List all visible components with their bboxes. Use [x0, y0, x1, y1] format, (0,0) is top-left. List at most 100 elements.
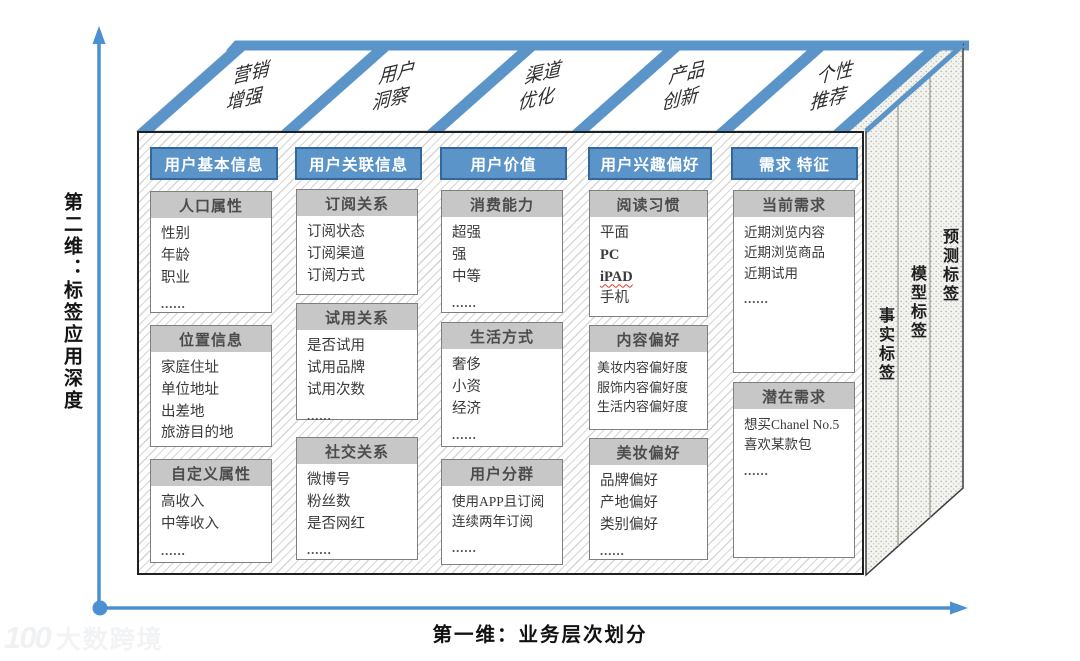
tag-box-content-pref: 内容偏好 美妆内容偏好度 服饰内容偏好度 生活内容偏好度 [589, 325, 708, 430]
roof-separator [572, 45, 686, 131]
box-ellipsis: ...... [452, 296, 477, 311]
box-ellipsis: ...... [161, 543, 186, 558]
box-title: 潜在需求 [734, 383, 854, 409]
box-item: 小资 [452, 378, 481, 395]
tag-box-trial: 试用关系 是否试用 试用品牌 试用次数 ...... [296, 303, 418, 423]
box-item: 家庭住址 [161, 360, 219, 376]
box-title: 自定义属性 [151, 460, 271, 486]
box-item: 订阅方式 [307, 267, 365, 284]
arrow-right-icon [950, 601, 968, 615]
box-title: 社交关系 [297, 438, 417, 464]
box-title: 美妆偏好 [590, 439, 707, 465]
box-item: PC [600, 246, 620, 263]
box-item: 粉丝数 [307, 493, 351, 510]
arrow-up-icon [92, 26, 106, 44]
box-item: 连续两年订阅 [452, 514, 533, 530]
column-header-demand: 需求 特征 [731, 147, 858, 180]
roof-separator [427, 45, 541, 131]
y-axis-label: 第二维：标签应用深度 [61, 192, 82, 412]
tag-box-subscription: 订阅关系 订阅状态 订阅渠道 订阅方式 [296, 189, 418, 295]
box-item: 近期浏览商品 [744, 245, 825, 261]
tag-box-lifestyle: 生活方式 奢侈 小资 经济 ...... [441, 322, 563, 447]
box-item: 近期试用 [744, 265, 798, 281]
column-header-interest: 用户兴趣偏好 [588, 147, 712, 180]
roof-separator [716, 45, 830, 131]
roof-separator [833, 45, 947, 131]
box-item: 平面 [600, 225, 629, 241]
tag-box-location: 位置信息 家庭住址 单位地址 出差地 旅游目的地 [150, 325, 272, 447]
box-item: 高收入 [161, 494, 205, 510]
box-item: 微博号 [307, 472, 351, 488]
roof-separator [281, 45, 395, 131]
watermark-logo-icon: 100 [4, 620, 52, 655]
box-title: 人口属性 [151, 192, 271, 218]
box-ellipsis: ...... [744, 291, 769, 306]
box-title: 试用关系 [297, 304, 417, 330]
box-item: 试用次数 [307, 381, 365, 398]
box-item: 试用品牌 [307, 359, 365, 376]
tag-box-social: 社交关系 微博号 粉丝数 是否网红 ...... [296, 437, 418, 560]
box-item: iPAD [600, 268, 633, 285]
box-item: 喜欢某款包 [744, 437, 812, 453]
box-item: 订阅状态 [307, 224, 365, 240]
box-item: 旅游目的地 [161, 425, 234, 442]
roof-top-strip [226, 40, 969, 51]
tag-box-current-demand: 当前需求 近期浏览内容 近期浏览商品 近期试用 ...... [733, 190, 855, 373]
box-item: 超强 [452, 225, 481, 241]
tag-box-reading-habit: 阅读习惯 平面 PC iPAD 手机 [589, 190, 708, 317]
watermark: 100 大数跨境 [4, 620, 164, 656]
box-title: 订阅关系 [297, 190, 417, 216]
tag-box-user-segment: 用户分群 使用APP且订阅 连续两年订阅 ...... [441, 459, 563, 565]
box-ellipsis: ...... [600, 544, 625, 559]
box-item: 性别 [161, 226, 190, 242]
watermark-text: 大数跨境 [55, 627, 164, 654]
x-axis-label: 第一维：业务层次划分 [432, 625, 648, 646]
box-item: 是否网红 [307, 515, 365, 532]
box-ellipsis: ...... [452, 428, 477, 443]
box-item: 服饰内容偏好度 [597, 379, 689, 395]
box-title: 用户分群 [442, 460, 562, 486]
tag-box-custom-attrs: 自定义属性 高收入 中等收入 ...... [150, 459, 272, 563]
column-header-user-value: 用户价值 [440, 147, 567, 180]
box-title: 生活方式 [442, 323, 562, 349]
box-item: 生活内容偏好度 [597, 399, 689, 414]
box-item: 强 [452, 246, 467, 263]
side-label-fact-tags: 事实标签 [876, 307, 893, 383]
box-title: 当前需求 [734, 191, 854, 217]
box-ellipsis: ...... [452, 540, 477, 555]
box-item: 单位地址 [161, 381, 219, 398]
tag-box-demographics: 人口属性 性别 年龄 职业 ...... [150, 191, 272, 313]
side-label-predict-tags: 预测标签 [940, 228, 957, 304]
box-ellipsis: ...... [161, 297, 186, 312]
roof-dotted-corner [850, 45, 963, 131]
axis-origin-dot [92, 600, 108, 616]
box-item: 近期浏览内容 [744, 225, 825, 240]
box-item: 美妆内容偏好度 [597, 360, 689, 375]
tag-box-potential-demand: 潜在需求 想买Chanel No.5 喜欢某款包 ...... [733, 382, 855, 558]
tag-box-spending-power: 消费能力 超强 强 中等 ...... [441, 190, 563, 313]
box-item: 类别偏好 [600, 516, 658, 533]
box-item: 想买Chanel No.5 [744, 417, 840, 432]
box-title: 消费能力 [442, 191, 562, 217]
box-item: 奢侈 [452, 357, 481, 373]
column-header-basic-info: 用户基本信息 [150, 147, 278, 180]
box-item: 使用APP且订阅 [452, 494, 545, 509]
roof-right-edge [864, 43, 965, 133]
box-item: 品牌偏好 [600, 473, 658, 489]
box-item: 产地偏好 [600, 494, 658, 511]
box-item: 年龄 [161, 247, 190, 264]
box-item: 中等收入 [161, 515, 219, 532]
roof-separator [137, 45, 251, 131]
box-title: 阅读习惯 [590, 191, 707, 217]
box-item: 职业 [161, 269, 190, 286]
box-item: 经济 [452, 400, 481, 417]
box-ellipsis: ...... [307, 543, 332, 558]
tag-box-beauty-pref: 美妆偏好 品牌偏好 产地偏好 类别偏好 ...... [589, 438, 708, 560]
box-item: 订阅渠道 [307, 245, 365, 262]
side-label-model-tags: 模型标签 [908, 265, 925, 341]
box-item: 是否试用 [307, 338, 365, 354]
box-item: 中等 [452, 268, 481, 285]
box-item: 出差地 [161, 403, 205, 420]
